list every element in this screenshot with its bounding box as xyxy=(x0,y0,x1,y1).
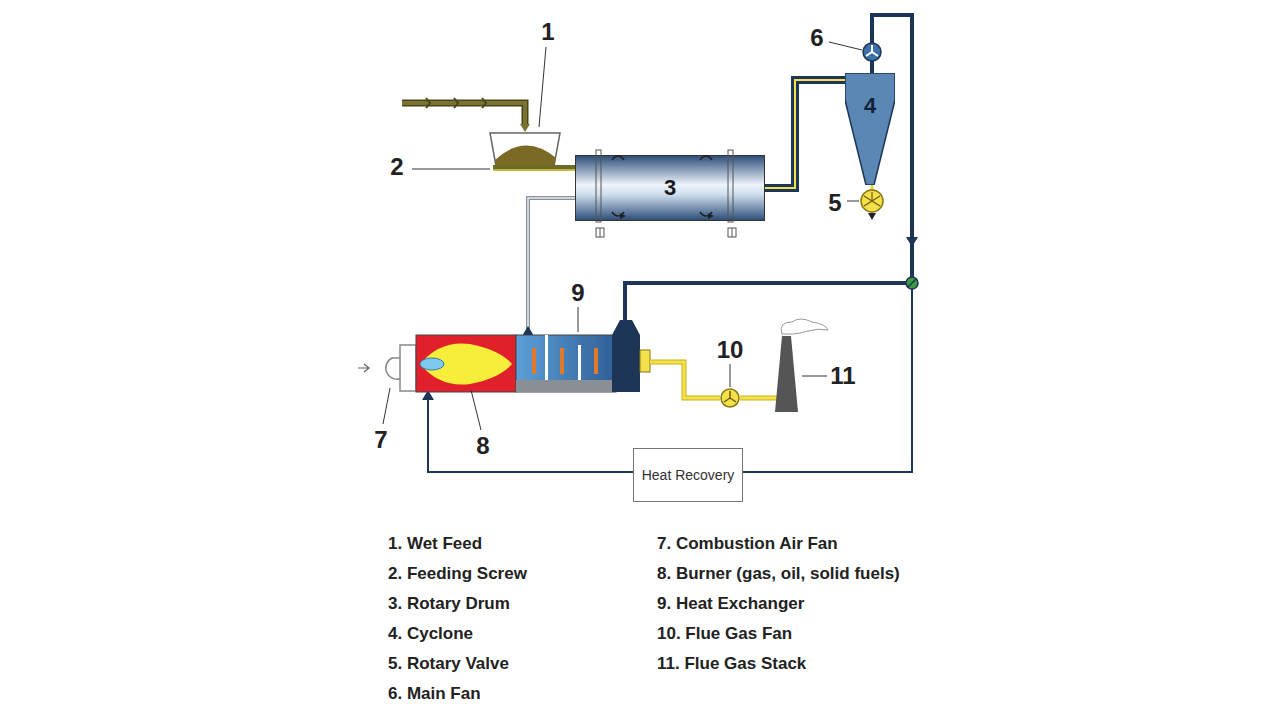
conveyor-chevron xyxy=(426,98,430,108)
callout-number: 1 xyxy=(541,18,554,46)
exchanger-baffle xyxy=(578,345,581,380)
legend-entry: 1. Wet Feed xyxy=(388,534,482,554)
drum-support-line xyxy=(600,228,601,237)
heat-recovery-duct xyxy=(743,283,912,472)
legend-entry: 7. Combustion Air Fan xyxy=(657,534,838,554)
exchanger-tube xyxy=(532,348,536,374)
burner-chamber xyxy=(416,335,516,392)
flame-core xyxy=(420,358,444,370)
wet-feed-mound xyxy=(495,145,556,166)
callout-number: 9 xyxy=(571,279,584,307)
feed-hopper xyxy=(490,133,560,166)
heat-recovery-duct xyxy=(428,396,633,472)
damper-valve xyxy=(906,277,918,289)
cyclone-outline xyxy=(845,73,895,185)
leader-line xyxy=(847,201,859,202)
callout-number: 8 xyxy=(476,432,489,460)
flue-gas-stack xyxy=(775,336,798,412)
leader-lines xyxy=(383,42,862,430)
leader-line xyxy=(802,376,827,377)
flue-outlet xyxy=(640,350,650,372)
flue-gas-fan xyxy=(721,389,739,407)
legend-entry: 9. Heat Exchanger xyxy=(657,594,804,614)
drum-support xyxy=(596,228,604,237)
heat-recovery-box: Heat Recovery xyxy=(633,448,743,502)
burner-flame xyxy=(420,343,512,384)
conveyor-chevron xyxy=(454,98,458,108)
leader-line xyxy=(412,169,490,170)
drum-support xyxy=(728,228,736,237)
callout-number: 11 xyxy=(830,362,855,390)
exchanger-baffle xyxy=(545,335,548,380)
node-text: 4 xyxy=(864,93,876,119)
valve-rotor xyxy=(864,192,880,206)
exchanger-tube xyxy=(594,348,598,374)
rotary-valve xyxy=(861,190,883,212)
damper-blade xyxy=(908,279,916,287)
leader-line xyxy=(578,307,579,332)
drum-support-line xyxy=(732,228,733,237)
flue-gas-duct xyxy=(740,396,777,401)
cyclone: 4 xyxy=(845,73,895,185)
stack-smoke xyxy=(781,319,828,334)
fan-blades xyxy=(724,391,736,402)
leader-line xyxy=(471,390,481,430)
feeding-screw-flight xyxy=(493,169,577,171)
main-fan xyxy=(863,43,881,61)
rotary-drum: 3 xyxy=(575,155,765,221)
flow-arrow xyxy=(906,237,918,247)
recirculation-duct xyxy=(625,283,912,322)
legend-entry: 5. Rotary Valve xyxy=(388,654,509,674)
callout-number: 2 xyxy=(390,153,403,181)
flue-gas-duct-core xyxy=(650,362,720,398)
legend-entry: 3. Rotary Drum xyxy=(388,594,510,614)
exchanger-tube xyxy=(560,348,564,374)
callout-number: 6 xyxy=(810,24,823,52)
air-inlet-arrow xyxy=(358,364,369,372)
fan-blades xyxy=(866,45,878,56)
legend-entry: 4. Cyclone xyxy=(388,624,473,644)
hot-gas-duct xyxy=(528,198,575,332)
conveyor-chevrons xyxy=(426,98,486,108)
duct-flow xyxy=(765,80,845,188)
legend-entry: 11. Flue Gas Stack xyxy=(657,654,806,674)
flue-gas-duct xyxy=(650,362,720,398)
conveyor-chevron xyxy=(482,98,486,108)
legend-entry: 8. Burner (gas, oil, solid fuels) xyxy=(657,564,900,584)
fan-housing xyxy=(400,345,416,391)
callout-number: 10 xyxy=(717,336,744,364)
cyclone-body xyxy=(845,73,895,185)
feed-conveyor xyxy=(402,103,525,126)
discharge-arrow xyxy=(868,213,876,220)
node-text: Heat Recovery xyxy=(642,467,735,483)
feed-drop xyxy=(520,124,530,132)
leader-line xyxy=(539,47,546,127)
leader-line xyxy=(730,364,731,387)
duct-connector xyxy=(765,80,845,188)
legend-entry: 6. Main Fan xyxy=(388,684,481,704)
duct-wall xyxy=(765,80,845,188)
leader-line xyxy=(383,388,390,424)
legend-entry: 2. Feeding Screw xyxy=(388,564,527,584)
hot-gas-duct-core xyxy=(528,198,575,332)
leader-line xyxy=(829,42,862,50)
flue-gas-duct-core xyxy=(740,397,777,400)
exchanger-tower xyxy=(612,320,640,392)
legend-entry: 10. Flue Gas Fan xyxy=(657,624,792,644)
node-text: 3 xyxy=(664,175,676,201)
callout-number: 7 xyxy=(374,426,387,454)
feeding-screw xyxy=(493,165,577,171)
callout-number: 5 xyxy=(828,189,841,217)
feed-conveyor-core xyxy=(402,103,525,126)
